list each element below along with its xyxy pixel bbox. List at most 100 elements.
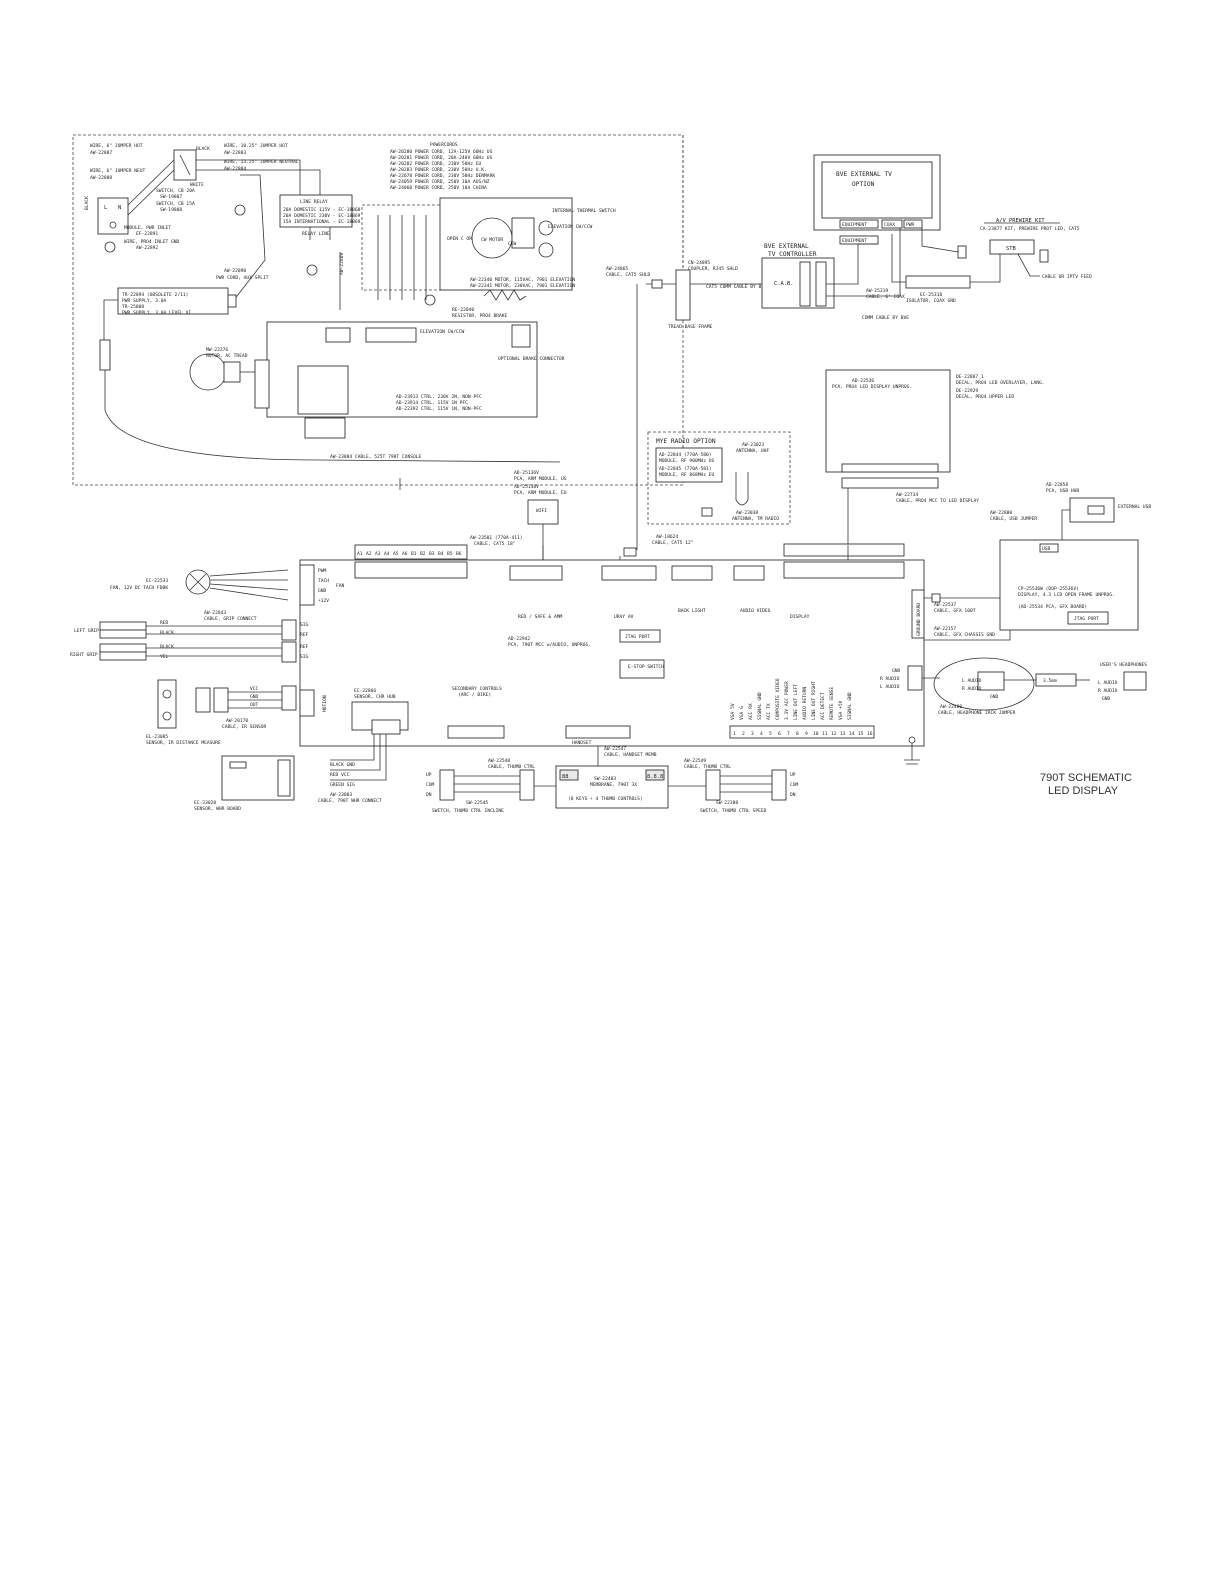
av-label: ACC TX (766, 703, 772, 720)
arm-desc2: PCA, ARM MODULE, EU (514, 490, 567, 496)
power-section: WIRE, 6" JUMPER HOT AW-22887 WIRE, 10.25… (72, 134, 684, 490)
hr-cable-desc: CABLE, 790T WHR CONNECT (318, 798, 382, 804)
hp-jumper-desc: CABLE, HEADPHONE JACK JUMPER (938, 710, 1016, 716)
antenna1-pn: AW-23023 (742, 442, 764, 448)
brake-resistor: RE-22040 RESISTOR, PRO4 BRAKE (452, 289, 527, 319)
powercord-item: AW-20282 POWER CORD, 230V 50Hz EU (390, 161, 482, 167)
controller-title2: TV CONTROLLER (768, 251, 817, 258)
radio-cable-desc: CABLE, CAT5 12" (652, 540, 694, 546)
ground-symbol (424, 294, 436, 306)
mcc-top-pin: A1 (357, 551, 363, 557)
grip-black: BLACK (160, 630, 174, 636)
seg-display-right: 8.8.8 (647, 774, 663, 780)
resistor-pn: RE-22040 (452, 307, 474, 313)
hot-wire-label: WIRE, 6" JUMPER HOT (90, 143, 143, 149)
arm-pn1: AD-25136V (514, 470, 539, 476)
inlet-module-label: MODULE, PWR INLET (124, 225, 171, 231)
av-label: VGA 5V (730, 703, 736, 720)
thumb-dn-label: DN (790, 792, 796, 798)
av-label: LINE OUT LEFT (793, 684, 799, 720)
ir-gnd: GND (250, 694, 259, 700)
controller-title: BVE EXTERNAL (764, 243, 809, 250)
decal2-desc: DECAL, PRO4 UPPER LED (956, 394, 1014, 400)
motion-label: MOTION (322, 695, 328, 712)
coax-cable-desc: CABLE, 6' COAX (866, 294, 905, 300)
decal1-desc: DECAL, PRO4 LED OVERLAYER, LANG. (956, 380, 1045, 386)
cat5-comm-label: CAT5 COMM CABLE BY BVE (706, 284, 767, 290)
open-limit-label: OPEN C OR (447, 236, 472, 242)
grip-ref: REF (300, 644, 309, 650)
grip-sig: SIG (300, 622, 309, 628)
isolator-pn: EC-25318 (920, 292, 942, 298)
usb-label: USB (1042, 546, 1051, 552)
lcd-cable-desc: CABLE, GFX 100T (934, 608, 976, 614)
hr-cable-pn: AW-23003 (330, 792, 352, 798)
tv-equipment-label: EQUIPMENT (842, 222, 867, 228)
neutral-wire-label: WIRE, 13.25" JUMPER NEUTRAL (224, 159, 299, 165)
grip-cable-desc: CABLE, GRIP CONNECT (204, 616, 257, 622)
membrane-desc: MEMBRANE, 790T 3X (590, 782, 637, 788)
ir-sensor (157, 679, 177, 729)
inlet-gnd-pn: AW-22892 (136, 245, 158, 251)
powercord-item: AW-24059 POWER CORD, 250V 10A AUS/NZ (390, 179, 490, 185)
audio-r: R AUDIO (880, 676, 900, 682)
decal1-pn: DE-22807_1 (956, 374, 984, 380)
av-pin: 14 (849, 731, 855, 737)
ground-symbol (904, 743, 920, 765)
av-label: VGA +5V (838, 700, 844, 720)
lcd-desc: DISPLAY, 4.3 LCD OPEN FRAME UNPROG. (1018, 592, 1115, 598)
radio-mod1-pn: AD-22844 (770A-580) (659, 452, 712, 458)
mcc-top-pin: A5 (393, 551, 399, 557)
coax-isolator (905, 275, 971, 289)
wire-board-desc: SENSOR, WHR BOARD (194, 806, 241, 812)
display-pca-pn: AD-22536 (852, 378, 874, 384)
radio-mod1-desc: MODULE, RF 900MHz US (659, 458, 715, 464)
uray-label: URAY AV (614, 614, 634, 620)
powercords-title: POWERCORDS (430, 142, 458, 148)
av-kit-title: A/V PREWIRE KIT (996, 218, 1045, 224)
fan-pin: PWM (318, 568, 327, 574)
audio-l: L AUDIO (880, 684, 900, 690)
right-grip-label: RIGHT GRIP (70, 652, 98, 658)
av-pin: 16 (867, 731, 873, 737)
elev-motor2-label: AW-22341 MOTOR, 230VAC, 7901 ELEVATION (470, 283, 575, 289)
led-display-pca: AD-22536 PCA, PRO4 LED DISPLAY UNPROG. D… (825, 369, 1045, 545)
fan-connector: PWM TACH GND +12V FAN (299, 564, 345, 606)
av-pin: 4 (760, 731, 763, 737)
thumb-control-right: AW-22549 CABLE, THUMB CTRL UP COM DN SW-… (668, 758, 799, 814)
mcc-jtag-label: JTAG PORT (625, 634, 650, 640)
thumb-right-sw-pn: SW-22388 (716, 800, 738, 806)
resistor-desc: RESISTOR, PRO4 BRAKE (452, 313, 508, 319)
headphone-jack: L AUDIO R AUDIO GND 3.5mm USER'S HEADPHO… (933, 657, 1147, 716)
grip-ref: REF (300, 632, 309, 638)
thumb-left-sw-desc: SWITCH, THUMB CTRL INCLINE (432, 808, 504, 814)
black-gnd-label: BLACK GND (330, 762, 355, 768)
lcd-pn: CP-25536W (DOP-25536V) (1018, 586, 1079, 592)
av-pin-numbers: 1 2 3 4 5 6 7 8 9 10 11 12 13 14 15 16 (733, 731, 873, 737)
relay-line: 20A DOMESTIC 115V - EC-18868 (283, 207, 361, 213)
mcc-top-pins: A1 A2 A3 A4 A5 A6 B1 B2 B3 B4 B5 B6 (357, 551, 462, 557)
ir-out: OUT (250, 702, 259, 708)
av-pin: 13 (840, 731, 846, 737)
hp-gnd-2: GND (1102, 696, 1111, 702)
lcd-cable2-desc: CABLE, GFX CHASSIS GND (934, 632, 995, 638)
tv-equipment-label: EQUIPMENT (842, 238, 867, 244)
hp-gnd: GND (990, 694, 999, 700)
thumb-left-sw-pn: SW-22545 (466, 800, 488, 806)
av-pin: 3 (751, 731, 754, 737)
power-inlet-module: L N BLACK (84, 196, 129, 235)
arm-desc1: PCA, ARM MODULE, US (514, 476, 567, 482)
mcc-top-pin: B1 (411, 551, 417, 557)
lcd-jtag-label: JTAG PORT (1074, 616, 1099, 622)
fan-icon (185, 569, 211, 595)
ps2-desc: PWR SUPPLY, 3.0A LEVEL VI (122, 310, 191, 316)
hp-r-audio: R AUDIO (962, 686, 982, 692)
cable-feed-label: CABLE OR IPTV FEED (1042, 274, 1092, 280)
red-vcc-label: RED VCC (330, 772, 350, 778)
tv-coax-label: COAX (884, 222, 895, 228)
cat5-connector (623, 547, 637, 557)
thumb-up-label: UP (426, 772, 432, 778)
ps1-label: TR-22894 (OBSOLETE 2/11) (122, 292, 188, 298)
thumb-up-label: UP (790, 772, 796, 778)
motor-desc: MOTOR, AC TREAD (206, 353, 248, 359)
